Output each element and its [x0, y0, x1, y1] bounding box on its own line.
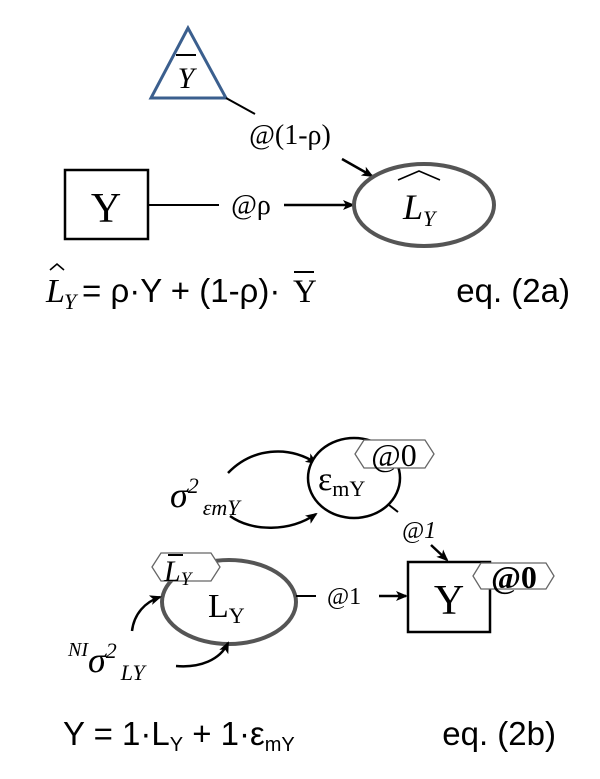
- eq2a-tag: eq. (2a): [456, 272, 570, 309]
- observed-box-y[interactable]: Y: [63, 168, 150, 241]
- latent-variance-superscript: 2: [106, 638, 117, 663]
- eq2a-bar-symbol: Y: [293, 274, 317, 310]
- error-mean-tag[interactable]: @0: [354, 437, 435, 473]
- ellipse-subscript: Y: [423, 206, 438, 231]
- eq2a-rhs: = ρ·Y + (1-ρ)·: [82, 272, 280, 309]
- observed-box-shape: [406, 560, 492, 634]
- hat-decoration: [397, 170, 441, 181]
- eq2b-sub-1: Y: [170, 734, 183, 756]
- path-triangle-arrow: [341, 157, 374, 178]
- latent-variance-label: NIσ2LY: [67, 638, 148, 685]
- eq2a-lhs-subscript: Y: [64, 289, 79, 314]
- diagram-a: Y @(1-ρ) Y @ρ LY L Y = ρ·Y + (1-ρ)·: [45, 24, 570, 314]
- hexagon-shape: [354, 439, 435, 469]
- svg-text:Y = 1·LY + 1·εmY: Y = 1·LY + 1·εmY: [63, 715, 295, 756]
- error-variance-arrow-top: [227, 450, 318, 474]
- eq2b-text-2: + 1·ε: [183, 715, 265, 752]
- hexagon-shape: [151, 552, 221, 582]
- latent-variance-arrow-right: [175, 641, 230, 668]
- eq2b-tag: eq. (2b): [442, 715, 556, 752]
- ellipse-shape: [352, 162, 496, 248]
- observed-box-y[interactable]: Y: [406, 560, 492, 634]
- ellipse-symbol: L: [402, 187, 423, 227]
- error-path-arrow: [430, 544, 449, 562]
- eq2a-lhs-symbol: L: [45, 273, 65, 310]
- error-mean-label: @0: [371, 437, 416, 473]
- latent-variance-arrow-left: [130, 595, 162, 632]
- latent-symbol: L: [208, 588, 229, 625]
- latent-variance-subscript: LY: [120, 660, 148, 685]
- error-symbol: ε: [318, 461, 332, 498]
- box-label: Y: [91, 186, 121, 232]
- svg-text:εmY: εmY: [318, 461, 365, 501]
- error-variance-subscript: εmY: [203, 495, 243, 520]
- svg-text:LY: LY: [163, 555, 194, 590]
- latent-subscript: Y: [229, 603, 245, 628]
- eq2b-text-1: Y = 1·L: [63, 715, 170, 752]
- latent-mean-tag[interactable]: LY: [151, 552, 221, 590]
- error-subscript: mY: [332, 476, 365, 501]
- error-variance-superscript: 2: [188, 473, 199, 498]
- path-triangle-segment: [225, 97, 256, 115]
- hexagon-shape: [472, 562, 555, 590]
- triangle-shape: [148, 24, 229, 100]
- svg-text:LY: LY: [402, 187, 438, 231]
- latent-variance-symbol: σ: [88, 640, 107, 680]
- latent-mean-symbol: L: [163, 555, 181, 588]
- equation-2b: Y = 1·LY + 1·εmY eq. (2b): [63, 715, 556, 756]
- triangle-node-ybar[interactable]: Y: [148, 24, 229, 100]
- box-shape: [63, 168, 150, 241]
- triangle-symbol: Y: [178, 62, 198, 95]
- observed-box-label: Y: [434, 578, 464, 624]
- error-variance-label: σ2εmY: [170, 473, 242, 520]
- observed-mean-label: @0: [491, 559, 537, 595]
- latent-path-label: @1: [327, 584, 361, 610]
- latent-mean-subscript: Y: [181, 569, 194, 590]
- latent-variance-prefix: NI: [67, 639, 89, 661]
- equation-2a: L Y = ρ·Y + (1-ρ)· Y eq. (2a): [45, 262, 570, 314]
- svg-text:LY: LY: [208, 588, 245, 628]
- path-label-1-minus-rho: @(1-ρ): [249, 120, 331, 151]
- latent-ellipse-lhat[interactable]: LY: [352, 162, 496, 248]
- eq2a-hat: [49, 262, 65, 271]
- eq2b-sub-2: mY: [265, 734, 295, 756]
- error-variance-symbol: σ: [170, 475, 189, 515]
- observed-mean-tag[interactable]: @0: [472, 559, 555, 595]
- error-node-epsilon[interactable]: εmY: [306, 436, 402, 520]
- diagram-b: σ2εmY εmY @0 @1 LY: [63, 436, 556, 756]
- error-variance-arrow-bottom: [229, 512, 318, 529]
- error-path-label: @1: [402, 518, 436, 544]
- path-label-rho: @ρ: [231, 190, 271, 221]
- error-path-segment: [388, 504, 399, 513]
